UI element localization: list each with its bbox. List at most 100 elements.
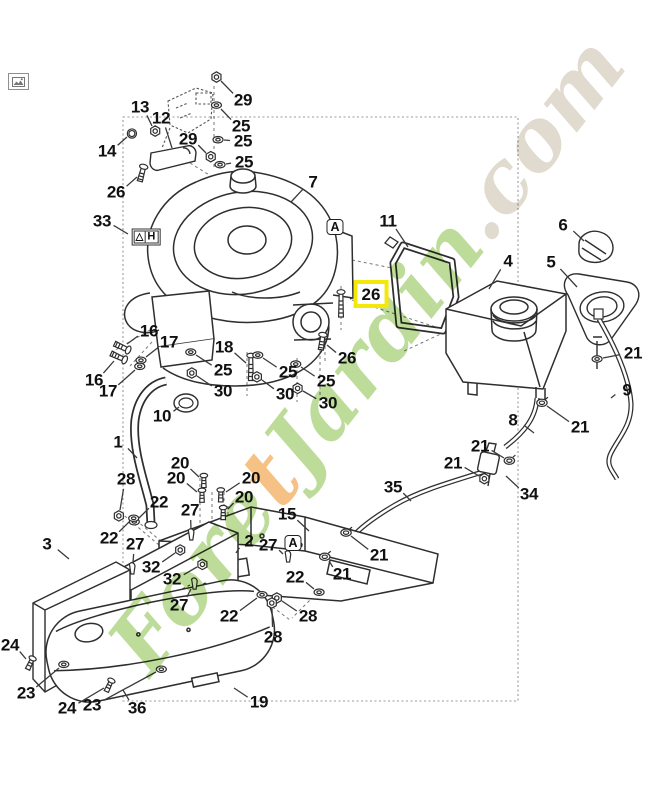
leader-line bbox=[126, 176, 138, 187]
washer-fastener-glyph bbox=[290, 360, 302, 368]
nut-fastener-glyph bbox=[150, 125, 161, 137]
clip-fastener-glyph bbox=[284, 550, 292, 563]
leader-line bbox=[227, 502, 235, 510]
leader-line bbox=[488, 268, 502, 290]
leader-line bbox=[195, 354, 212, 366]
washer-fastener-glyph bbox=[134, 362, 146, 371]
leader-line bbox=[235, 547, 240, 554]
washer-fastener-glyph bbox=[212, 135, 224, 144]
leader-line bbox=[281, 600, 298, 612]
washer-fastener-glyph bbox=[58, 660, 70, 669]
leader-line bbox=[113, 224, 129, 235]
leader-line bbox=[546, 405, 570, 423]
washer-fastener-glyph bbox=[185, 348, 197, 356]
leader-line bbox=[602, 354, 621, 359]
leader-line bbox=[523, 424, 535, 434]
leader-line bbox=[117, 369, 136, 386]
nut-fastener-glyph bbox=[175, 544, 186, 556]
screw-fastener-glyph bbox=[216, 487, 226, 503]
leader-line bbox=[572, 230, 585, 242]
screwL-fastener-glyph bbox=[336, 289, 346, 318]
fuel-tank-drawing bbox=[445, 280, 567, 401]
leader-line bbox=[119, 488, 125, 511]
washer-fastener-glyph bbox=[591, 355, 603, 363]
leader-line bbox=[505, 475, 520, 489]
nut-fastener-glyph bbox=[292, 382, 303, 395]
leader-line bbox=[186, 588, 192, 598]
leader-line bbox=[19, 651, 27, 660]
nut-fastener-glyph bbox=[197, 558, 208, 571]
nut-fastener-glyph bbox=[113, 510, 124, 522]
hose-drawings bbox=[130, 308, 634, 543]
leader-line bbox=[127, 447, 138, 459]
washer-fastener-glyph bbox=[128, 514, 140, 523]
leader-line bbox=[326, 344, 337, 354]
leader-line bbox=[290, 188, 304, 203]
leader-line bbox=[57, 549, 70, 560]
tank-cap-drawing bbox=[578, 230, 614, 264]
leader-line bbox=[118, 521, 130, 533]
leader-line bbox=[117, 136, 128, 146]
nut-fastener-glyph bbox=[205, 150, 216, 163]
leader-line bbox=[102, 360, 115, 374]
leader-line bbox=[278, 549, 284, 555]
leader-line bbox=[610, 393, 616, 399]
leader-line bbox=[220, 108, 232, 120]
screw-fastener-glyph bbox=[199, 472, 209, 489]
clip-fastener-glyph bbox=[191, 577, 198, 590]
leader-line bbox=[78, 687, 105, 704]
nut-fastener-glyph bbox=[251, 371, 262, 383]
nut-fastener-glyph bbox=[186, 367, 197, 379]
leader-line bbox=[296, 519, 310, 532]
leader-line bbox=[271, 608, 274, 628]
washer-fastener-glyph bbox=[155, 665, 167, 674]
fuel-valve-drawing bbox=[476, 442, 501, 487]
leader-line bbox=[145, 346, 159, 358]
leader-line bbox=[491, 449, 505, 459]
leader-line bbox=[173, 406, 180, 412]
clamp-fastener-glyph bbox=[503, 454, 516, 465]
leader-line bbox=[233, 687, 249, 698]
screw-fastener-glyph bbox=[197, 487, 207, 503]
leader-line bbox=[261, 379, 275, 390]
bolt-fastener-glyph bbox=[135, 162, 149, 183]
leader-line bbox=[197, 144, 207, 154]
clip-fastener-glyph bbox=[128, 562, 136, 575]
leader-line bbox=[328, 560, 334, 568]
washer-fastener-glyph bbox=[256, 590, 268, 599]
engine-drawing bbox=[123, 168, 354, 387]
leader-line bbox=[225, 162, 232, 165]
leader-line bbox=[161, 552, 176, 563]
leader-line bbox=[190, 468, 200, 478]
leader-line bbox=[183, 566, 198, 576]
leader-line bbox=[225, 482, 241, 493]
leader-line bbox=[402, 492, 412, 502]
washer-fastener-glyph bbox=[210, 101, 223, 109]
leader-line bbox=[305, 581, 315, 590]
leader-line bbox=[35, 667, 60, 688]
leader-line bbox=[464, 466, 480, 477]
washer-fastener-glyph bbox=[252, 351, 264, 359]
leader-line bbox=[350, 535, 369, 550]
fuel-pipe-drawing bbox=[149, 144, 197, 172]
leader-line bbox=[262, 357, 278, 368]
leader-line bbox=[146, 115, 153, 127]
nut-fastener-glyph bbox=[266, 597, 277, 609]
nut-fastener-glyph bbox=[211, 71, 222, 83]
leader-line bbox=[234, 352, 247, 364]
leader-line bbox=[103, 671, 157, 701]
washer-fastener-glyph bbox=[313, 588, 325, 597]
leader-line bbox=[559, 268, 578, 288]
broken-image-placeholder-icon bbox=[8, 73, 29, 90]
leader-line bbox=[186, 483, 198, 493]
diagram-dashed-frame bbox=[122, 116, 519, 702]
carburetor-assembly-drawing bbox=[161, 87, 214, 149]
leader-line bbox=[132, 553, 135, 564]
ring-fastener-glyph bbox=[126, 128, 138, 139]
leader-line bbox=[138, 507, 150, 519]
leader-line bbox=[196, 375, 213, 387]
leader-line bbox=[126, 335, 139, 345]
leader-line bbox=[239, 597, 258, 612]
washer-fastener-glyph bbox=[135, 356, 147, 365]
